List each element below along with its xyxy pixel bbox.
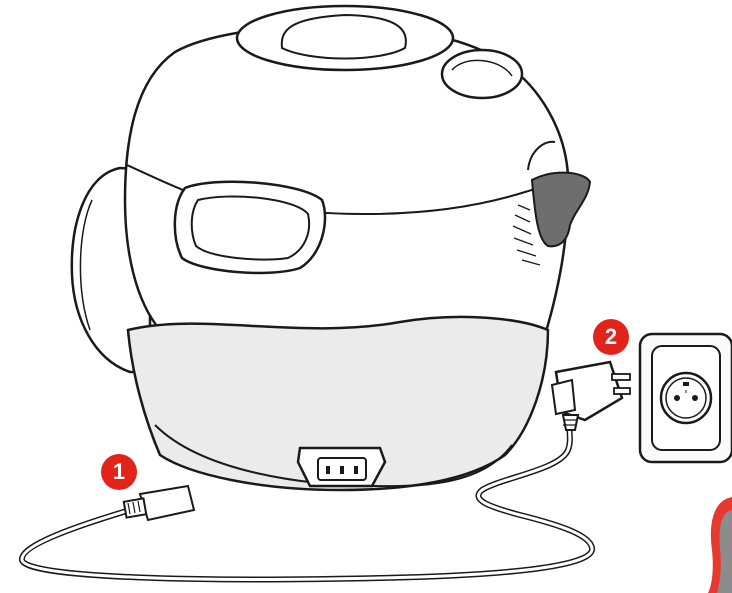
steam-valve [512, 140, 592, 266]
base-section [126, 315, 550, 492]
power-inlet [296, 446, 387, 488]
step-badge-2: 2 [593, 319, 629, 355]
wall-socket-icon [638, 332, 732, 464]
release-button [440, 48, 524, 100]
lid-top [235, 4, 455, 72]
plug-icon [550, 360, 631, 431]
corner-accent [708, 497, 732, 593]
power-cord-icon [19, 419, 595, 583]
carry-handle [173, 180, 327, 275]
step-badge-1: 1 [101, 454, 137, 490]
appliance-connector [122, 484, 196, 522]
